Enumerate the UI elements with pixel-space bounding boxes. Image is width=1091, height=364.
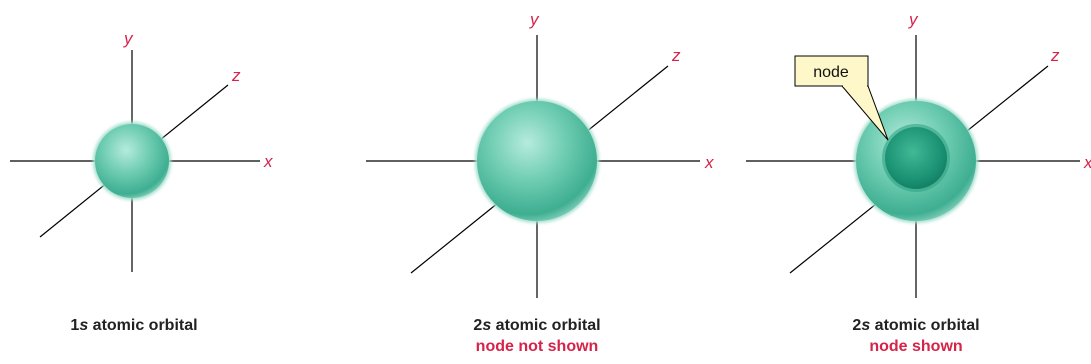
orbital-2s-no-node: x y z <box>366 10 714 298</box>
y-axis-label: y <box>529 10 540 29</box>
z-axis-label: z <box>231 66 241 85</box>
orbital-1s: x y z <box>10 29 273 272</box>
caption-2s-no-node: 2s atomic orbital node not shown <box>407 315 667 357</box>
caption-s: s <box>79 317 88 334</box>
caption-text: atomic orbital <box>88 317 197 334</box>
caption-number: 1 <box>70 317 79 334</box>
z-axis-label: z <box>671 46 681 65</box>
x-axis-label: x <box>704 153 714 172</box>
callout-label: node <box>813 64 849 81</box>
caption-1s: 1s atomic orbital <box>4 315 264 336</box>
caption-note: node shown <box>786 336 1046 357</box>
sphere <box>95 124 169 198</box>
caption-number: 2 <box>473 317 482 334</box>
z-axis-label: z <box>1050 46 1060 65</box>
y-axis-label: y <box>908 10 919 29</box>
caption-note: node not shown <box>407 336 667 357</box>
caption-number: 2 <box>852 317 861 334</box>
orbital-2s-with-node: x y z node <box>746 10 1091 298</box>
x-axis-label: x <box>1083 153 1091 172</box>
x-axis-label: x <box>263 152 273 171</box>
caption-s: s <box>861 317 870 334</box>
sphere <box>477 101 597 221</box>
caption-2s-with-node: 2s atomic orbital node shown <box>786 315 1046 357</box>
node-inner-sphere <box>885 127 947 189</box>
y-axis-label: y <box>123 29 134 48</box>
caption-s: s <box>482 317 491 334</box>
caption-text: atomic orbital <box>491 317 600 334</box>
caption-text: atomic orbital <box>870 317 979 334</box>
